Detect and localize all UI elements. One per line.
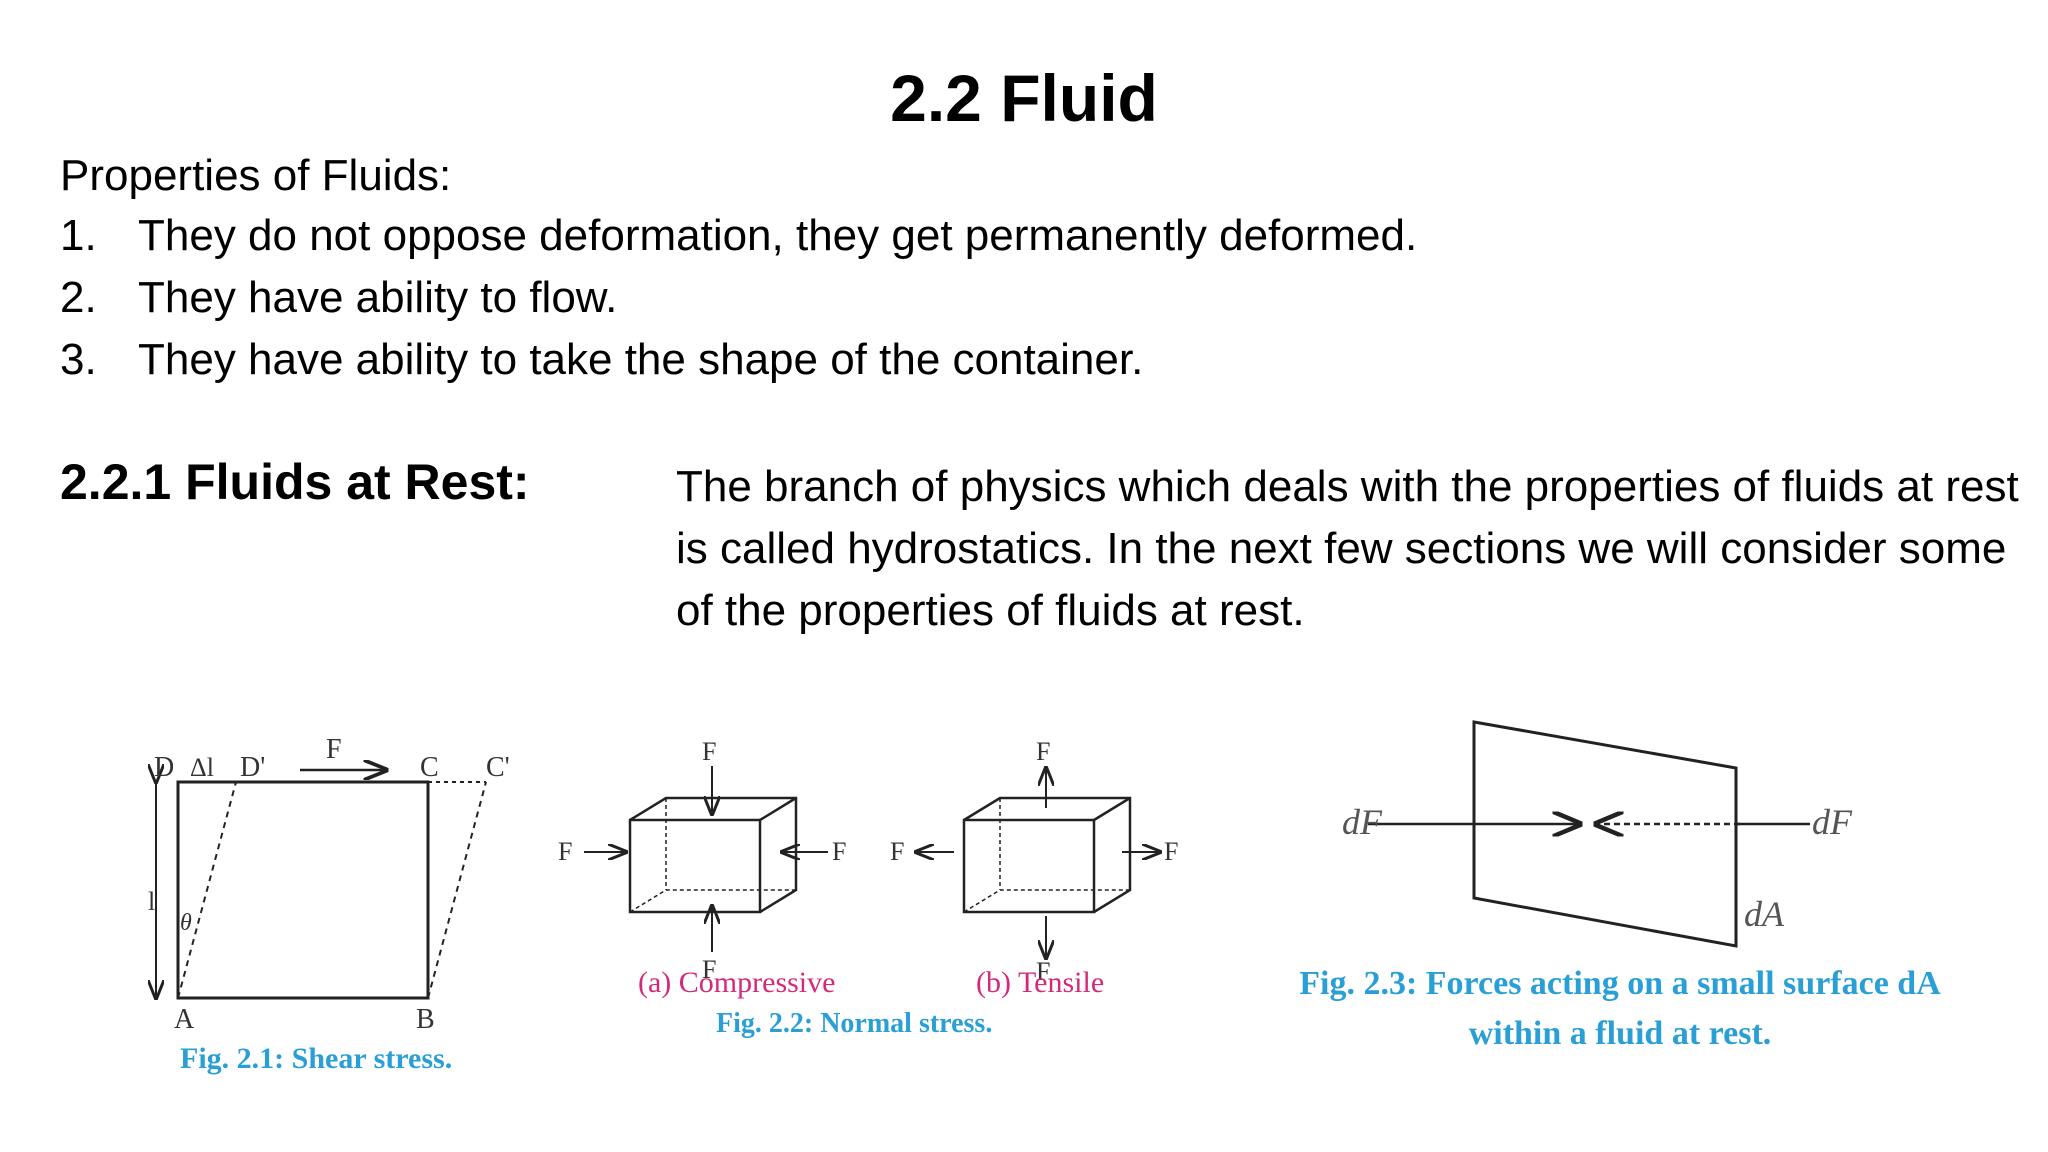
force-label: F [702, 737, 716, 766]
tensile-cube [962, 796, 1132, 914]
force-label: F [1036, 737, 1050, 766]
list-item: 1. They do not oppose deformation, they g… [60, 208, 1417, 270]
label-l: l [148, 887, 155, 916]
force-label: F [1036, 957, 1050, 986]
force-label: F [890, 837, 904, 866]
deformed-edge-right [427, 781, 487, 999]
normal-stress-figure: F F F F F F F F (a) Compressive (b) Tens… [558, 737, 1178, 1039]
section-paragraph: The branch of physics which deals with t… [676, 462, 2019, 635]
label-a: A [174, 1004, 195, 1035]
force-label: F [1164, 837, 1178, 866]
surface-element [1472, 720, 1738, 948]
force-label: F [832, 837, 846, 866]
list-number: 2. [60, 273, 97, 322]
properties-heading: Properties of Fluids: [60, 151, 452, 200]
label-d: D [154, 752, 174, 783]
label-c: C [420, 752, 439, 783]
force-label: F [558, 837, 572, 866]
surface-forces-figure: dF dF dA Fig. 2.3: Forces acting on a sm… [1299, 720, 1941, 1052]
force-label: F [702, 955, 716, 984]
compressive-cube [628, 796, 798, 914]
list-item-text: They have ability to flow. [138, 273, 618, 322]
label-theta: θ [180, 910, 192, 936]
label-c-prime: C' [486, 752, 510, 783]
label-df-right: dF [1812, 802, 1853, 842]
list-number: 3. [60, 335, 97, 384]
list-item: 3. They have ability to take the shape of… [60, 332, 1417, 394]
list-item-text: They do not oppose deformation, they get… [138, 211, 1418, 260]
deformed-edge-left [177, 781, 237, 999]
list-number: 1. [60, 211, 97, 260]
figure-caption: Fig. 2.1: Shear stress. [180, 1042, 452, 1075]
figure-caption: Fig. 2.2: Normal stress. [716, 1008, 992, 1039]
properties-list: 1. They do not oppose deformation, they g… [60, 208, 1417, 394]
label-force: F [326, 734, 342, 765]
list-item-text: They have ability to take the shape of t… [138, 335, 1144, 384]
label-da: dA [1744, 894, 1785, 934]
page-title: 2.2 Fluid [890, 61, 1158, 135]
section-heading: 2.2.1 Fluids at Rest: [60, 454, 530, 510]
figure-caption-line-2: within a fluid at rest. [1469, 1015, 1772, 1052]
shear-stress-figure: D Δl D' F C C' l θ A B Fig. 2.1: Shear s… [148, 734, 510, 1075]
subcaption-compressive: (a) Compressive [638, 966, 835, 999]
undeformed-block [176, 780, 430, 1000]
subcaption-tensile: (b) Tensile [976, 966, 1104, 999]
list-item: 2. They have ability to flow. [60, 270, 1417, 332]
figure-caption-line-1: Fig. 2.3: Forces acting on a small surfa… [1299, 965, 1941, 1002]
label-df-left: dF [1342, 802, 1383, 842]
label-d-prime: D' [240, 752, 265, 783]
label-delta-l: Δl [190, 753, 214, 782]
label-b: B [416, 1004, 435, 1035]
